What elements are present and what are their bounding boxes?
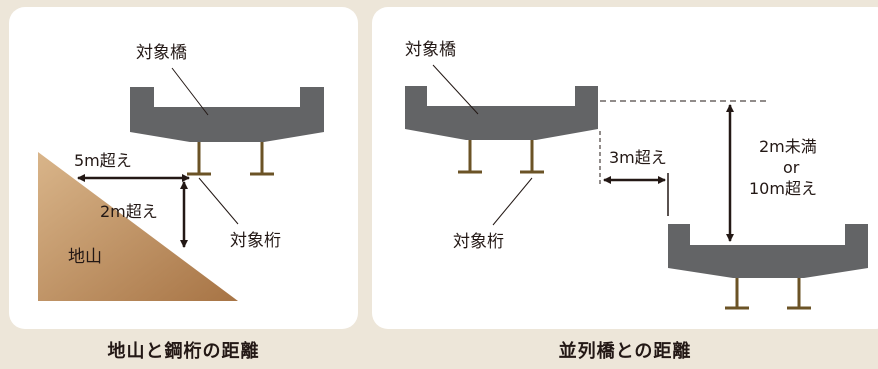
right-vertical-distance-line1: 2m未満 [759,137,817,156]
ground-slope [38,152,238,301]
ground-label: 地山 [68,247,102,267]
right-bridge-leader [432,64,479,115]
left-horizontal-distance-label: 5m超え [74,151,132,170]
right-horizontal-distance-label: 3m超え [609,148,667,167]
left-bridge-deck [130,87,324,142]
right-bridge-label: 対象橋 [405,40,456,60]
right-upper-bridge-deck [405,86,598,140]
right-upper-girder-2 [520,140,544,174]
right-lower-girder-1 [725,278,749,310]
right-girder-label: 対象桁 [453,232,504,252]
right-girder-leader [492,177,533,226]
left-vertical-distance-label: 2m超え [100,202,158,221]
right-upper-girder-1 [458,140,482,174]
right-vertical-distance-line3: 10m超え [749,179,817,198]
right-vertical-distance-line2: or [783,158,800,177]
left-girder-1 [187,142,211,176]
left-bridge-label: 対象橋 [136,43,187,63]
right-lower-bridge-deck [668,224,868,278]
left-bridge-leader [171,67,209,116]
left-girder-leader [198,177,239,225]
left-girder-label: 対象桁 [230,231,281,251]
right-lower-girder-2 [787,278,811,310]
left-girder-2 [250,142,274,176]
left-caption: 地山と鋼桁の距離 [107,341,260,362]
right-caption: 並列橋との距離 [558,341,692,362]
